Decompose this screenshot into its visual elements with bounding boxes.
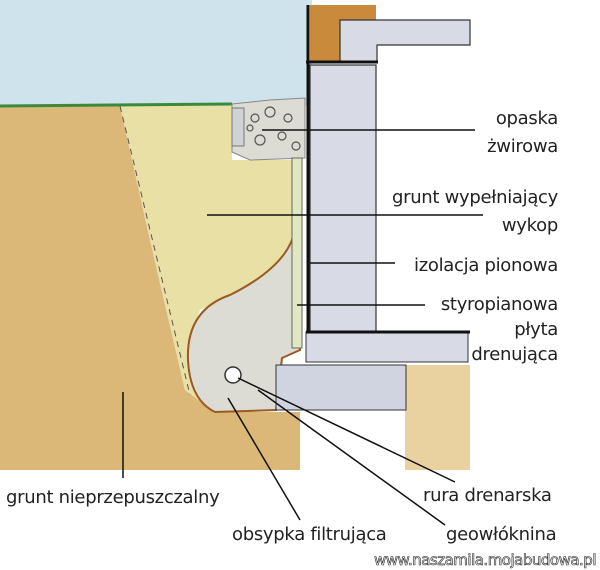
drain-pipe xyxy=(224,366,242,384)
label-line: żwirowa xyxy=(487,136,558,157)
label-geowloknina: geowłóknina xyxy=(446,524,557,545)
leader-lines xyxy=(122,129,483,526)
gravel-stones xyxy=(246,106,301,151)
excavation-edge xyxy=(119,105,191,396)
footing-lower xyxy=(275,364,407,411)
label-obsypka-filtrujaca: obsypka filtrująca xyxy=(232,524,387,545)
sky xyxy=(0,0,312,106)
label-grunt-nieprzepuszczalny: grunt nieprzepuszczalny xyxy=(6,487,220,508)
label-line: grunt wypełniający xyxy=(391,187,558,208)
label-line: styropianowa xyxy=(440,294,558,315)
label-rura-drenarska: rura drenarska xyxy=(423,485,552,506)
drainage-board xyxy=(291,157,303,349)
label-grunt-wypelniajacy: grunt wypełniający wykop xyxy=(392,187,558,237)
label-izolacja-pionowa: izolacja pionowa xyxy=(414,255,558,276)
backfill-soil xyxy=(120,106,300,412)
label-styropianowa-plyta: styropianowa płyta drenująca xyxy=(441,294,558,366)
watermark: www.naszamila.mojabudowa.pl xyxy=(374,551,597,569)
grass-line xyxy=(0,102,233,108)
foundation-wall xyxy=(309,64,377,334)
soil-under-footing xyxy=(405,365,470,470)
label-line: opaska xyxy=(495,108,558,129)
filter-gravel xyxy=(186,199,301,414)
impermeable-soil xyxy=(0,106,470,470)
label-line: wykop xyxy=(501,215,558,236)
label-line: drenująca xyxy=(471,344,558,365)
label-opaska-zwirowa: opaska żwirowa xyxy=(487,108,558,158)
floor-slab xyxy=(339,19,471,63)
gravel-band xyxy=(231,97,306,161)
curb xyxy=(231,107,245,147)
label-line: płyta xyxy=(514,319,558,340)
